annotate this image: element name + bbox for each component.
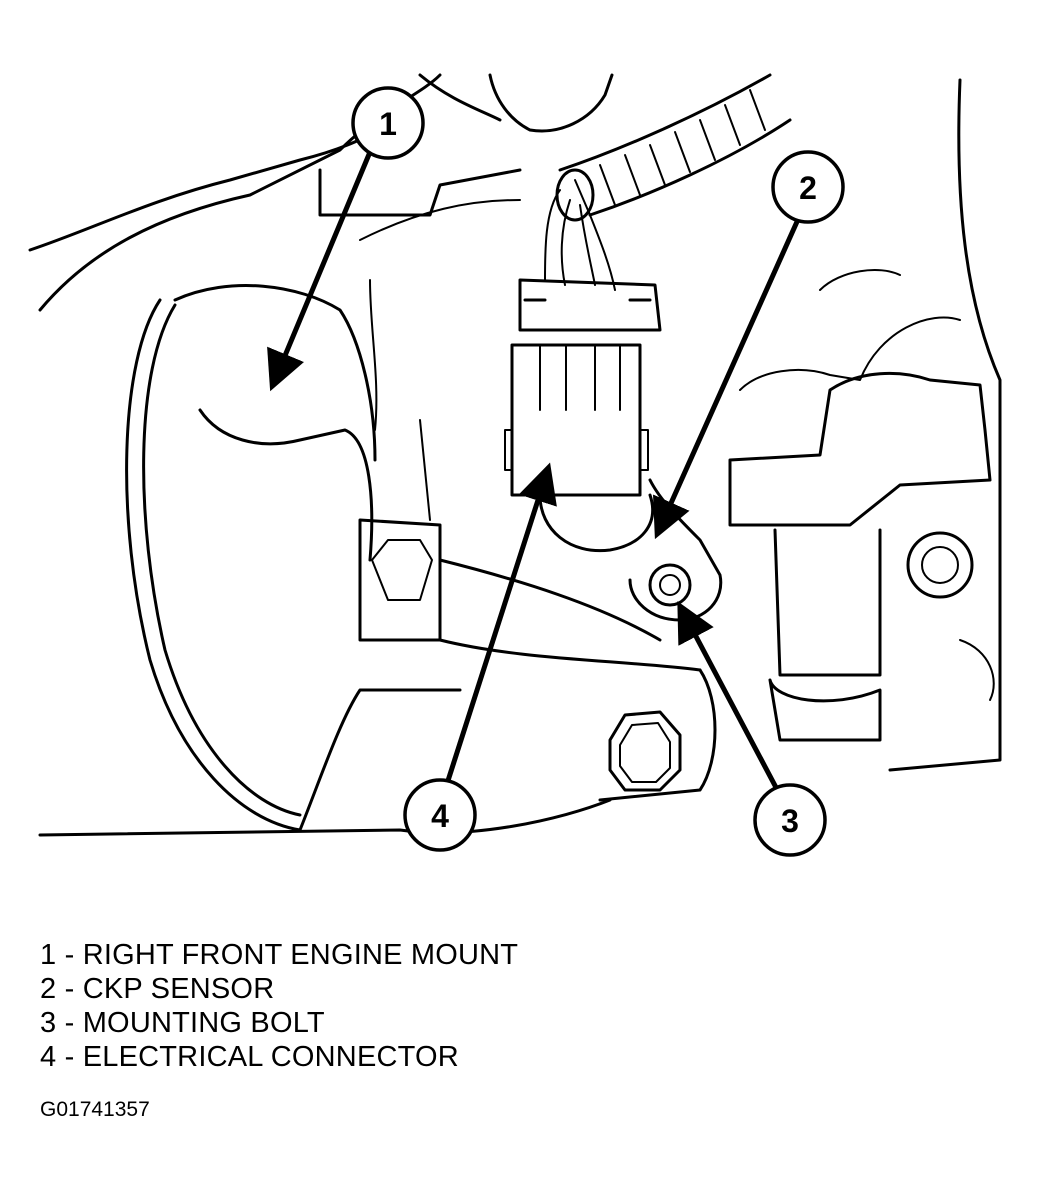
side-bracket (728, 372, 995, 742)
engine-mount (125, 284, 717, 832)
callout-2: 2 (771, 150, 845, 224)
leader-3 (677, 601, 783, 797)
figure-id: G01741357 (40, 1098, 150, 1121)
legend: 1 - RIGHT FRONT ENGINE MOUNT 2 - CKP SEN… (40, 938, 518, 1074)
wiring-harness (544, 73, 792, 291)
leader-4 (442, 462, 557, 791)
electrical-connector (504, 278, 662, 553)
legend-item: 4 - ELECTRICAL CONNECTOR (40, 1041, 459, 1073)
legend-item: 1 - RIGHT FRONT ENGINE MOUNT (40, 939, 519, 971)
callout-3: 3 (753, 783, 827, 857)
legend-item: 3 - MOUNTING BOLT (40, 1007, 325, 1039)
callout-4-number: 4 (431, 798, 449, 834)
callout-2-number: 2 (799, 170, 817, 206)
leader-2 (653, 213, 803, 540)
legend-item: 2 - CKP SENSOR (40, 973, 275, 1005)
engine-diagram: 1 2 3 4 (28, 73, 1002, 857)
ckp-sensor (628, 478, 723, 622)
callout-4: 4 (403, 778, 477, 852)
leader-1 (267, 139, 378, 392)
callout-1-number: 1 (379, 106, 397, 142)
callout-1: 1 (351, 86, 425, 160)
callout-3-number: 3 (781, 803, 799, 839)
